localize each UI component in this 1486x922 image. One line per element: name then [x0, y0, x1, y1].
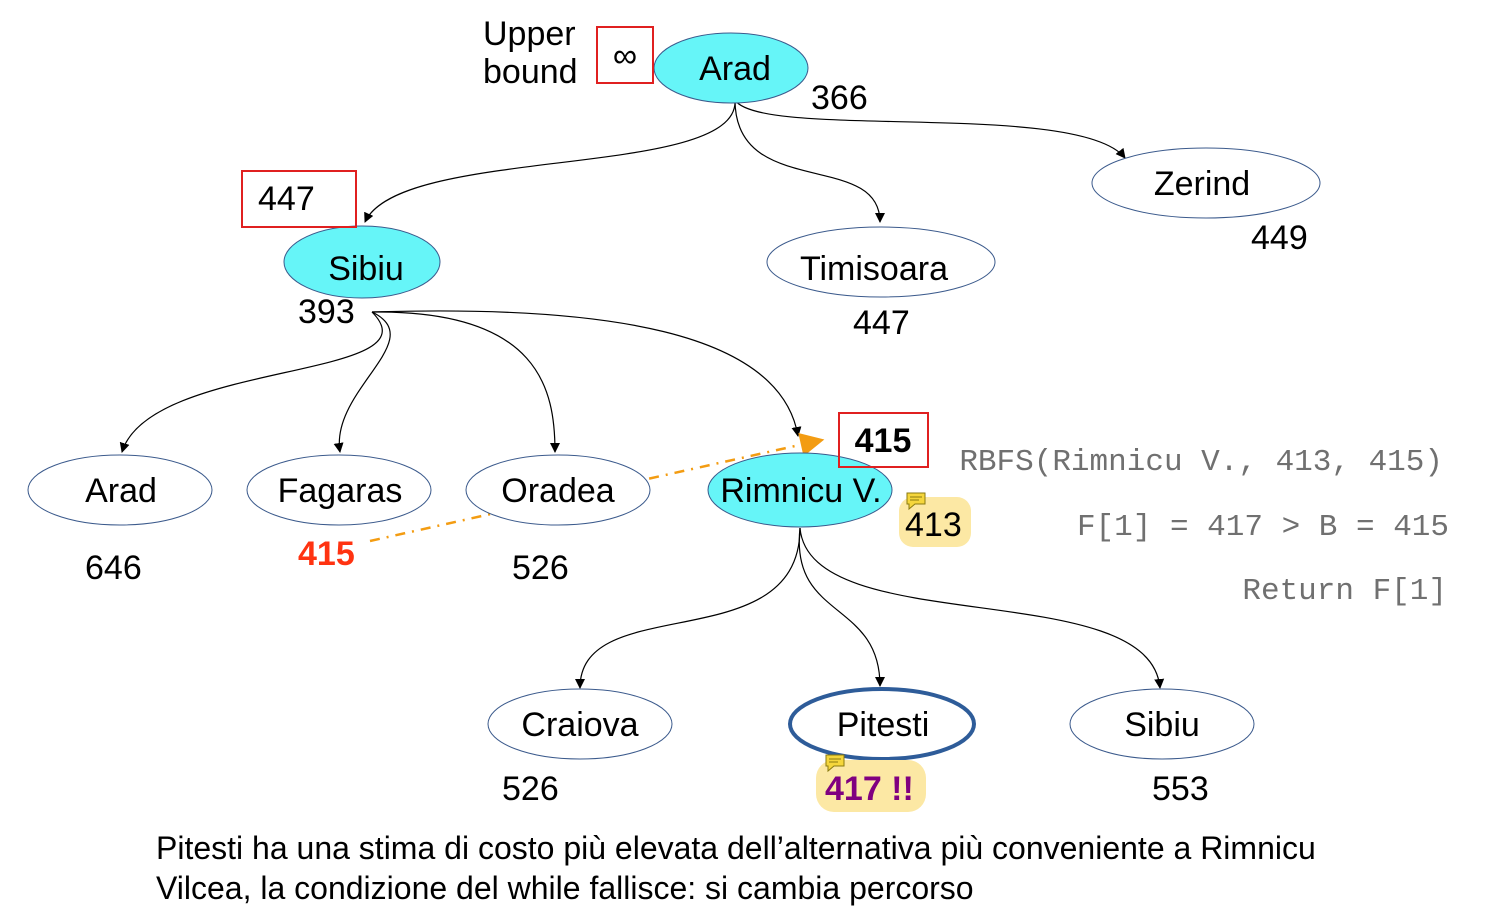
edge-arad-sibiu [364, 99, 736, 223]
f-value-fagaras: 415 [298, 535, 355, 573]
edge-rimnicu-sibiu [799, 527, 1165, 689]
edge-sibiu-arad [119, 311, 383, 453]
edge-rimnicu-pitesti [798, 527, 885, 687]
node-label: Pitesti [837, 706, 930, 744]
node-oradea: Oradea [465, 454, 651, 526]
code-call: RBFS(Rimnicu V., 413, 415) [959, 445, 1443, 480]
f-value-arad-root: 366 [811, 79, 868, 117]
node-label: Craiova [521, 706, 638, 744]
upper-bound-label-line1: Upper [483, 15, 576, 53]
node-label: Rimnicu V. [720, 472, 881, 510]
node-craiova: Craiova [487, 688, 673, 760]
edge-rimnicu-craiova [575, 527, 801, 689]
sibiu-bound-box [241, 170, 357, 228]
node-arad-root: Arad [653, 32, 809, 104]
code-return: Return F[1] [1242, 574, 1447, 609]
node-sibiu: Sibiu [283, 225, 441, 299]
f-value-rimnicu: 413 [905, 506, 962, 544]
edge-sibiu-oradea [371, 311, 560, 453]
node-label: Zerind [1154, 165, 1250, 203]
f-value-arad-leaf: 646 [85, 549, 142, 587]
edge-sibiu-fagaras [333, 311, 391, 453]
root-bound-box [596, 26, 654, 84]
node-label: Arad [85, 472, 157, 510]
node-sibiu-leaf: Sibiu [1069, 688, 1255, 760]
f-value-sibiu-leaf: 553 [1152, 770, 1209, 808]
f-value-pitesti: 417 !! [825, 770, 914, 808]
caption-line1: Pitesti ha una stima di costo più elevat… [156, 830, 1316, 866]
f-value-sibiu: 393 [298, 293, 355, 331]
caption-line2: Vilcea, la condizione del while fallisce… [156, 870, 974, 906]
upper-bound-label-line2: bound [483, 53, 578, 91]
rimnicu-f-highlight [899, 497, 971, 547]
node-rimnicu: Rimnicu V. [707, 452, 893, 528]
edge-arad-timisoara [734, 99, 885, 223]
node-zerind: Zerind [1091, 147, 1321, 219]
root-bound-value: ∞ [613, 37, 637, 75]
node-label: Arad [699, 50, 771, 88]
node-label: Sibiu [1124, 706, 1200, 744]
f-value-zerind: 449 [1251, 219, 1308, 257]
node-label: Timisoara [800, 250, 948, 288]
rimnicu-bound-value: 415 [855, 422, 912, 460]
f-value-timisoara: 447 [853, 304, 910, 342]
f-value-oradea: 526 [512, 549, 569, 587]
node-arad-leaf: Arad [27, 454, 213, 526]
node-timisoara: Timisoara [766, 226, 996, 298]
edge-arad-zerind [734, 99, 1126, 159]
node-pitesti: Pitesti [788, 687, 976, 761]
code-condition: F[1] = 417 > B = 415 [1077, 510, 1449, 545]
comment-icon[interactable] [825, 754, 845, 773]
edge-sibiu-rimnicu [371, 310, 802, 437]
node-label: Fagaras [278, 472, 403, 510]
node-fagaras: Fagaras [246, 454, 432, 526]
node-label: Oradea [501, 472, 614, 510]
sibiu-bound-value: 447 [258, 180, 315, 218]
rimnicu-bound-box [838, 412, 929, 468]
node-label: Sibiu [328, 250, 404, 288]
comment-icon[interactable] [906, 492, 926, 511]
pitesti-f-highlight [816, 760, 926, 812]
f-value-craiova: 526 [502, 770, 559, 808]
